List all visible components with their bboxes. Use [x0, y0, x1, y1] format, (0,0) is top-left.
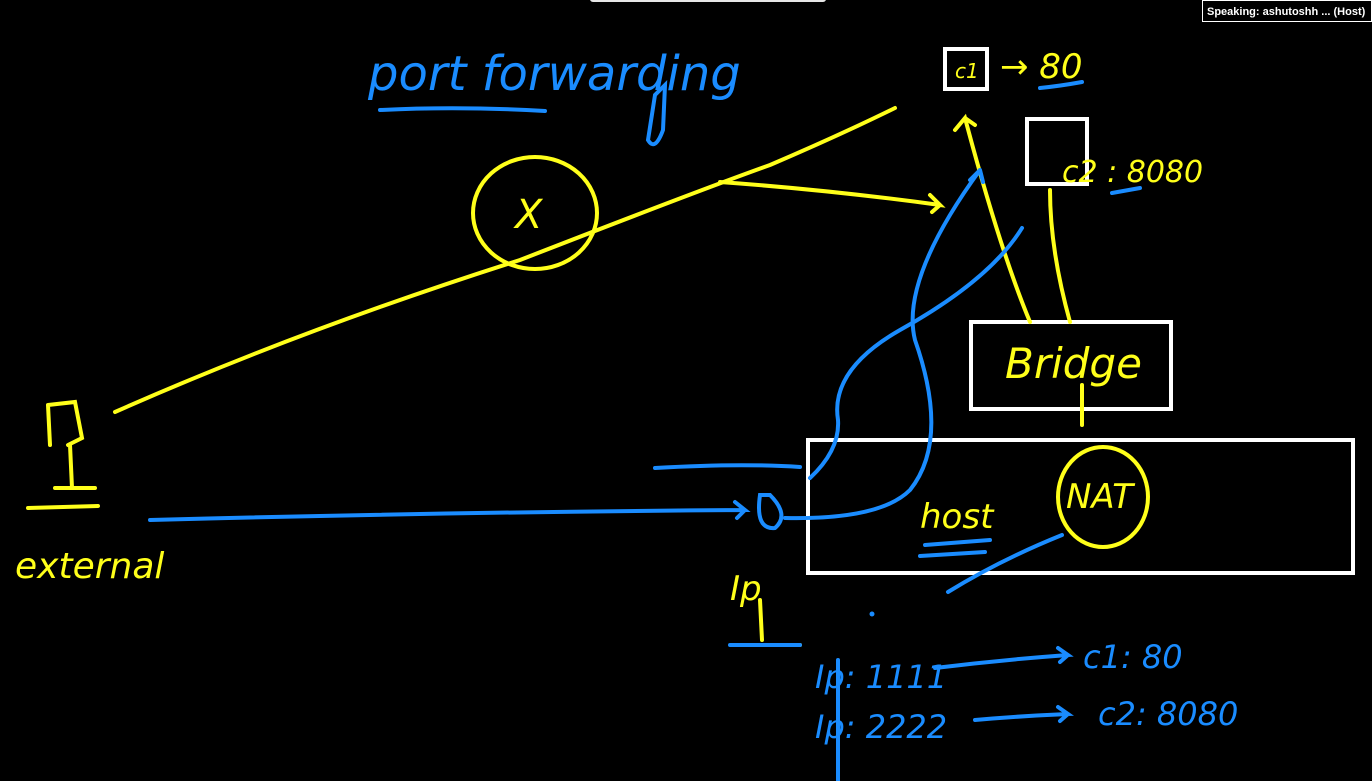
c1-box — [943, 47, 989, 91]
host-underline — [918, 538, 992, 558]
mapping-1-arrow — [933, 646, 1074, 670]
external-label: external — [15, 546, 164, 587]
c1-box-label: c1 — [955, 59, 979, 83]
external-to-host-arrow — [148, 500, 751, 522]
blocked-circle — [471, 155, 599, 271]
blocked-cross: X — [513, 192, 544, 238]
bridge-to-c1-line — [953, 113, 1032, 324]
host-box — [806, 438, 1355, 575]
title-descender-scribble — [645, 79, 668, 147]
external-to-container-line — [113, 106, 897, 414]
mapping-2-arrow — [973, 705, 1074, 723]
mapping-1-target: c1: 80 — [1083, 638, 1183, 676]
speaking-indicator-text: Speaking: ashutoshh ... (Host) — [1207, 6, 1366, 18]
stray-dot — [869, 611, 875, 617]
ip-label: Ip — [730, 569, 762, 609]
nat-label: NAT — [1066, 477, 1135, 517]
branch-to-host-arrow — [718, 180, 946, 214]
incoming-traffic-line — [653, 463, 802, 470]
mapping-2-target: c2: 8080 — [1098, 695, 1238, 733]
host-port-node — [757, 493, 784, 531]
c2-box — [1025, 117, 1089, 186]
window-drag-handle[interactable] — [590, 0, 826, 2]
c1-port-underline — [1038, 80, 1084, 90]
host-to-c1-route — [783, 168, 985, 521]
bridge-label: Bridge — [1005, 339, 1142, 388]
external-user-figure — [26, 399, 100, 510]
whiteboard-title: port forwarding — [367, 46, 741, 102]
nat-outbound-line — [946, 533, 1064, 594]
c2-port-label: c2 : 8080 — [1062, 155, 1203, 190]
nat-circle — [1056, 445, 1150, 549]
title-underline — [378, 106, 547, 113]
c2-port-underline — [1110, 186, 1142, 195]
bridge-to-c2-line — [1048, 188, 1072, 324]
host-label: host — [920, 497, 995, 537]
mapping-1-source: Ip: 1111 — [815, 658, 947, 696]
host-to-c2-route — [808, 226, 1024, 480]
speaking-indicator: Speaking: ashutoshh ... (Host) — [1202, 0, 1372, 22]
c1-port-label: → 80 — [1000, 47, 1083, 87]
mapping-2-source: Ip: 2222 — [815, 708, 947, 746]
